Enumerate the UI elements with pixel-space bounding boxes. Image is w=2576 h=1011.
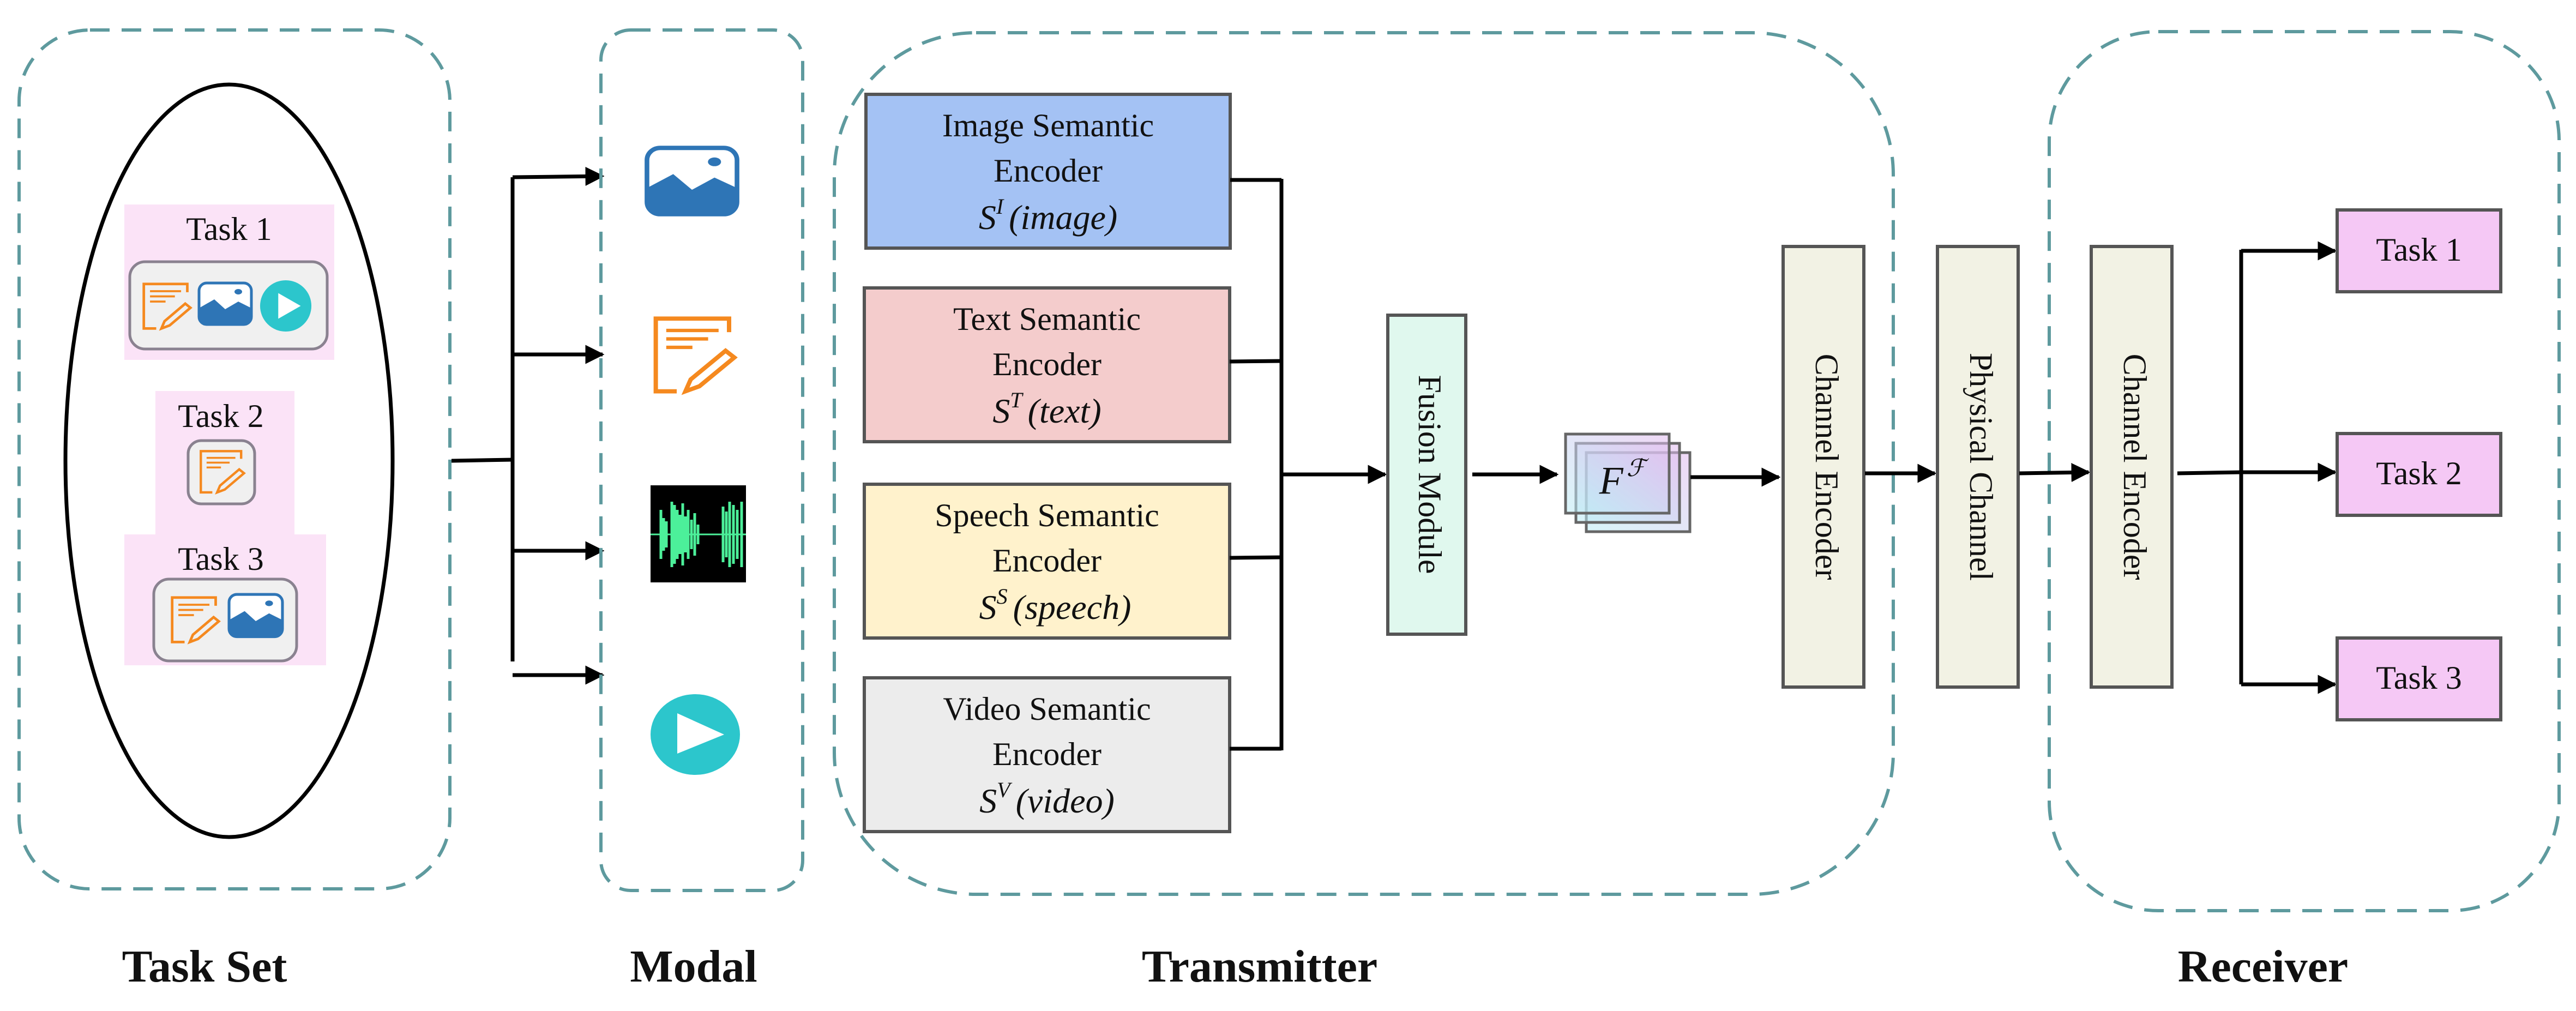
receiver-connectors bbox=[2177, 241, 2337, 694]
channel-encoder-tx[interactable]: Channel Encoder bbox=[1781, 245, 1865, 689]
encoder-box bbox=[864, 93, 1232, 250]
encoder-formula: SI(image) bbox=[979, 194, 1117, 237]
section-title-task-set: Task Set bbox=[122, 941, 287, 992]
encoder-speech[interactable]: Speech Semantic Encoder SS(speech) bbox=[863, 483, 1231, 640]
modal-section: Modal bbox=[599, 28, 804, 992]
encoder-formula: ST(text) bbox=[992, 388, 1101, 430]
task-set-section: Task 1 Task 2 Task 3 Task Set bbox=[17, 28, 452, 992]
task-set-item[interactable]: Task 3 bbox=[124, 534, 326, 665]
receiver-task-box bbox=[2336, 636, 2502, 721]
encoder-formula: SS(speech) bbox=[979, 584, 1131, 627]
receiver-task-label: Task 1 bbox=[2376, 232, 2461, 268]
text-icon bbox=[656, 318, 735, 391]
task-set-ellipse bbox=[63, 82, 395, 839]
image-icon bbox=[647, 148, 737, 214]
transmitter-border bbox=[833, 31, 1895, 896]
section-title-receiver: Receiver bbox=[2178, 941, 2348, 992]
encoder-subtitle: Encoder bbox=[994, 153, 1103, 189]
channel-block-label: Physical Channel bbox=[1963, 353, 1999, 581]
encoder-box bbox=[863, 676, 1231, 833]
channel-block-box bbox=[1781, 245, 1865, 689]
receiver-task[interactable]: Task 2 bbox=[2336, 432, 2502, 517]
task-to-modal-connectors bbox=[451, 166, 605, 685]
video-play-icon bbox=[651, 694, 740, 775]
task-label: Task 3 bbox=[178, 541, 263, 577]
modality-tray bbox=[186, 439, 256, 506]
task-label: Task 1 bbox=[186, 211, 272, 247]
receiver-task[interactable]: Task 1 bbox=[2336, 208, 2502, 293]
image-icon bbox=[199, 283, 251, 324]
fusion-module[interactable]: Fusion Module bbox=[1386, 314, 1467, 636]
receiver-task-box bbox=[2336, 208, 2502, 293]
channel-block-box bbox=[2090, 245, 2174, 689]
receiver-task-label: Task 2 bbox=[2376, 455, 2461, 491]
encoder-box bbox=[863, 483, 1231, 640]
task-set-item[interactable]: Task 2 bbox=[155, 391, 294, 538]
fusion-module-label: Fusion Module bbox=[1412, 375, 1448, 574]
encoder-title: Speech Semantic bbox=[935, 497, 1159, 533]
encoder-box bbox=[863, 286, 1231, 443]
receiver-task-label: Task 3 bbox=[2376, 660, 2461, 696]
task-set-border bbox=[17, 28, 452, 890]
section-title-transmitter: Transmitter bbox=[1142, 941, 1377, 992]
encoder-formula: SV(video) bbox=[979, 778, 1115, 820]
channel-block-label: Channel Encoder bbox=[2117, 354, 2153, 580]
encoder-subtitle: Encoder bbox=[992, 346, 1102, 382]
channel-encoder-rx[interactable]: Channel Encoder bbox=[2090, 245, 2174, 689]
encoder-image[interactable]: Image Semantic Encoder SI(image) bbox=[864, 93, 1232, 250]
physical-channel[interactable]: Physical Channel bbox=[1936, 245, 2020, 689]
encoder-video[interactable]: Video Semantic Encoder SV(video) bbox=[863, 676, 1231, 833]
channel-block-label: Channel Encoder bbox=[1809, 354, 1845, 580]
encoder-title: Video Semantic bbox=[943, 691, 1151, 727]
transmitter-section: Image Semantic Encoder SI(image) Text Se… bbox=[833, 31, 1895, 992]
video-icon bbox=[260, 280, 312, 332]
channel-block-box bbox=[1936, 245, 2020, 689]
image-icon bbox=[229, 594, 282, 637]
task-set-item[interactable]: Task 1 bbox=[124, 204, 334, 360]
fusion-module-box bbox=[1386, 314, 1467, 636]
encoder-bus-connectors bbox=[1229, 178, 1387, 751]
task-label: Task 2 bbox=[178, 398, 263, 434]
modal-border bbox=[599, 28, 804, 892]
receiver-task[interactable]: Task 3 bbox=[2336, 636, 2502, 721]
encoder-title: Image Semantic bbox=[942, 107, 1154, 143]
section-title-modal: Modal bbox=[630, 941, 757, 992]
encoder-subtitle: Encoder bbox=[992, 736, 1102, 772]
encoder-text[interactable]: Text Semantic Encoder ST(text) bbox=[863, 286, 1231, 443]
encoder-subtitle: Encoder bbox=[992, 543, 1102, 579]
receiver-task-box bbox=[2336, 432, 2502, 517]
speech-waveform-icon bbox=[651, 485, 746, 582]
encoder-title: Text Semantic bbox=[953, 301, 1141, 337]
physical-to-channel-decoder-arrow bbox=[2019, 462, 2091, 482]
